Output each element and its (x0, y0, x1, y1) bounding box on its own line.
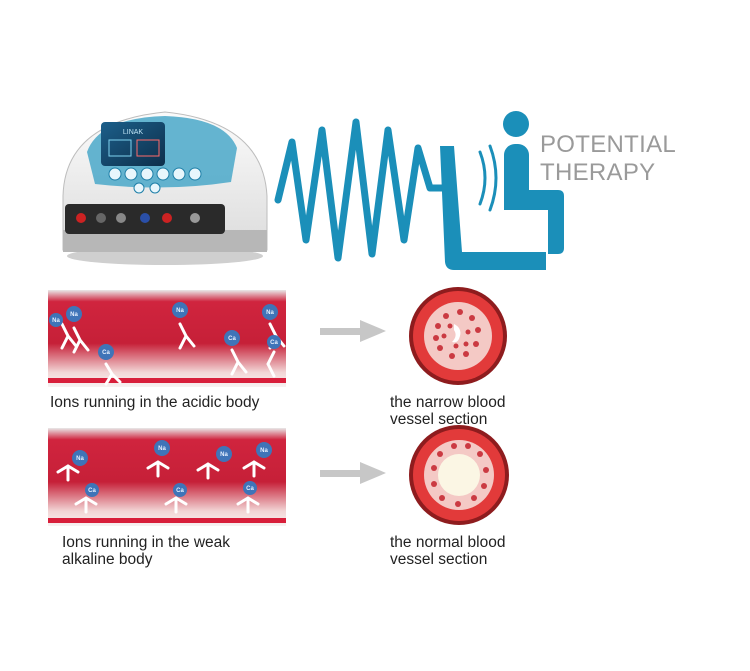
ion-runners: Na Na Na Na Ca Ca Ca (56, 440, 272, 514)
ion-particle: Na (242, 442, 272, 478)
ion-label: Na (176, 308, 184, 314)
ion-label: Na (158, 446, 166, 452)
ion-label: Ca (228, 336, 236, 342)
ion-label: Ca (176, 488, 184, 494)
ion-runners: Na Na Ca Na Ca Na Ca (49, 302, 286, 386)
ion-label: Na (260, 448, 268, 454)
ion-particle: Na (196, 446, 232, 480)
ion-particle: Na (56, 450, 88, 482)
vibration-waves-icon (478, 144, 498, 212)
blood-stream-acidic: Na Na Ca Na Ca Na Ca (48, 290, 286, 387)
normal-vessel-caption: the normal blood vessel section (390, 534, 506, 568)
ion-particle: Ca (236, 481, 260, 514)
ion-particle: Ca (74, 483, 99, 514)
arrow-right-icon (320, 462, 386, 484)
ion-label: Na (70, 312, 78, 318)
seated-person-icon (440, 111, 564, 270)
ion-particle: Ca (98, 344, 122, 386)
ion-particle: Ca (224, 330, 248, 376)
narrow-vessel-caption: the narrow blood vessel section (390, 394, 506, 428)
normal-vessel-section (409, 425, 509, 525)
ion-label: Ca (102, 350, 110, 356)
title-line-2: THERAPY (540, 159, 656, 186)
therapy-wave-person-illustration (274, 111, 564, 270)
ion-label: Ca (88, 488, 96, 494)
device-screen-label: LINAK (123, 129, 144, 136)
ion-label: Ca (246, 486, 254, 492)
zigzag-wave-icon (274, 118, 448, 262)
ion-particle: Na (146, 440, 170, 478)
therapy-device-illustration: LINAK (62, 111, 268, 265)
page-title: POTENTIAL THERAPY (540, 131, 676, 187)
ion-particle: Ca (266, 335, 281, 378)
arrow-right-icon (320, 320, 386, 342)
acidic-body-caption: Ions running in the acidic body (50, 394, 260, 411)
ion-label: Na (76, 456, 84, 462)
narrow-vessel-section (409, 287, 507, 385)
ion-particle: Na (66, 306, 90, 354)
ion-particle: Ca (164, 483, 188, 514)
ion-label: Na (266, 310, 274, 316)
blood-stream-alkaline: Na Na Na Na Ca Ca Ca (48, 428, 286, 526)
ion-particle: Na (49, 313, 78, 350)
ion-label: Ca (270, 340, 278, 346)
ion-label: Na (220, 452, 228, 458)
title-line-1: POTENTIAL (540, 131, 677, 158)
ion-particle: Na (172, 302, 196, 350)
alkaline-body-caption: Ions running in the weak alkaline body (62, 534, 231, 568)
ion-label: Na (52, 318, 60, 324)
